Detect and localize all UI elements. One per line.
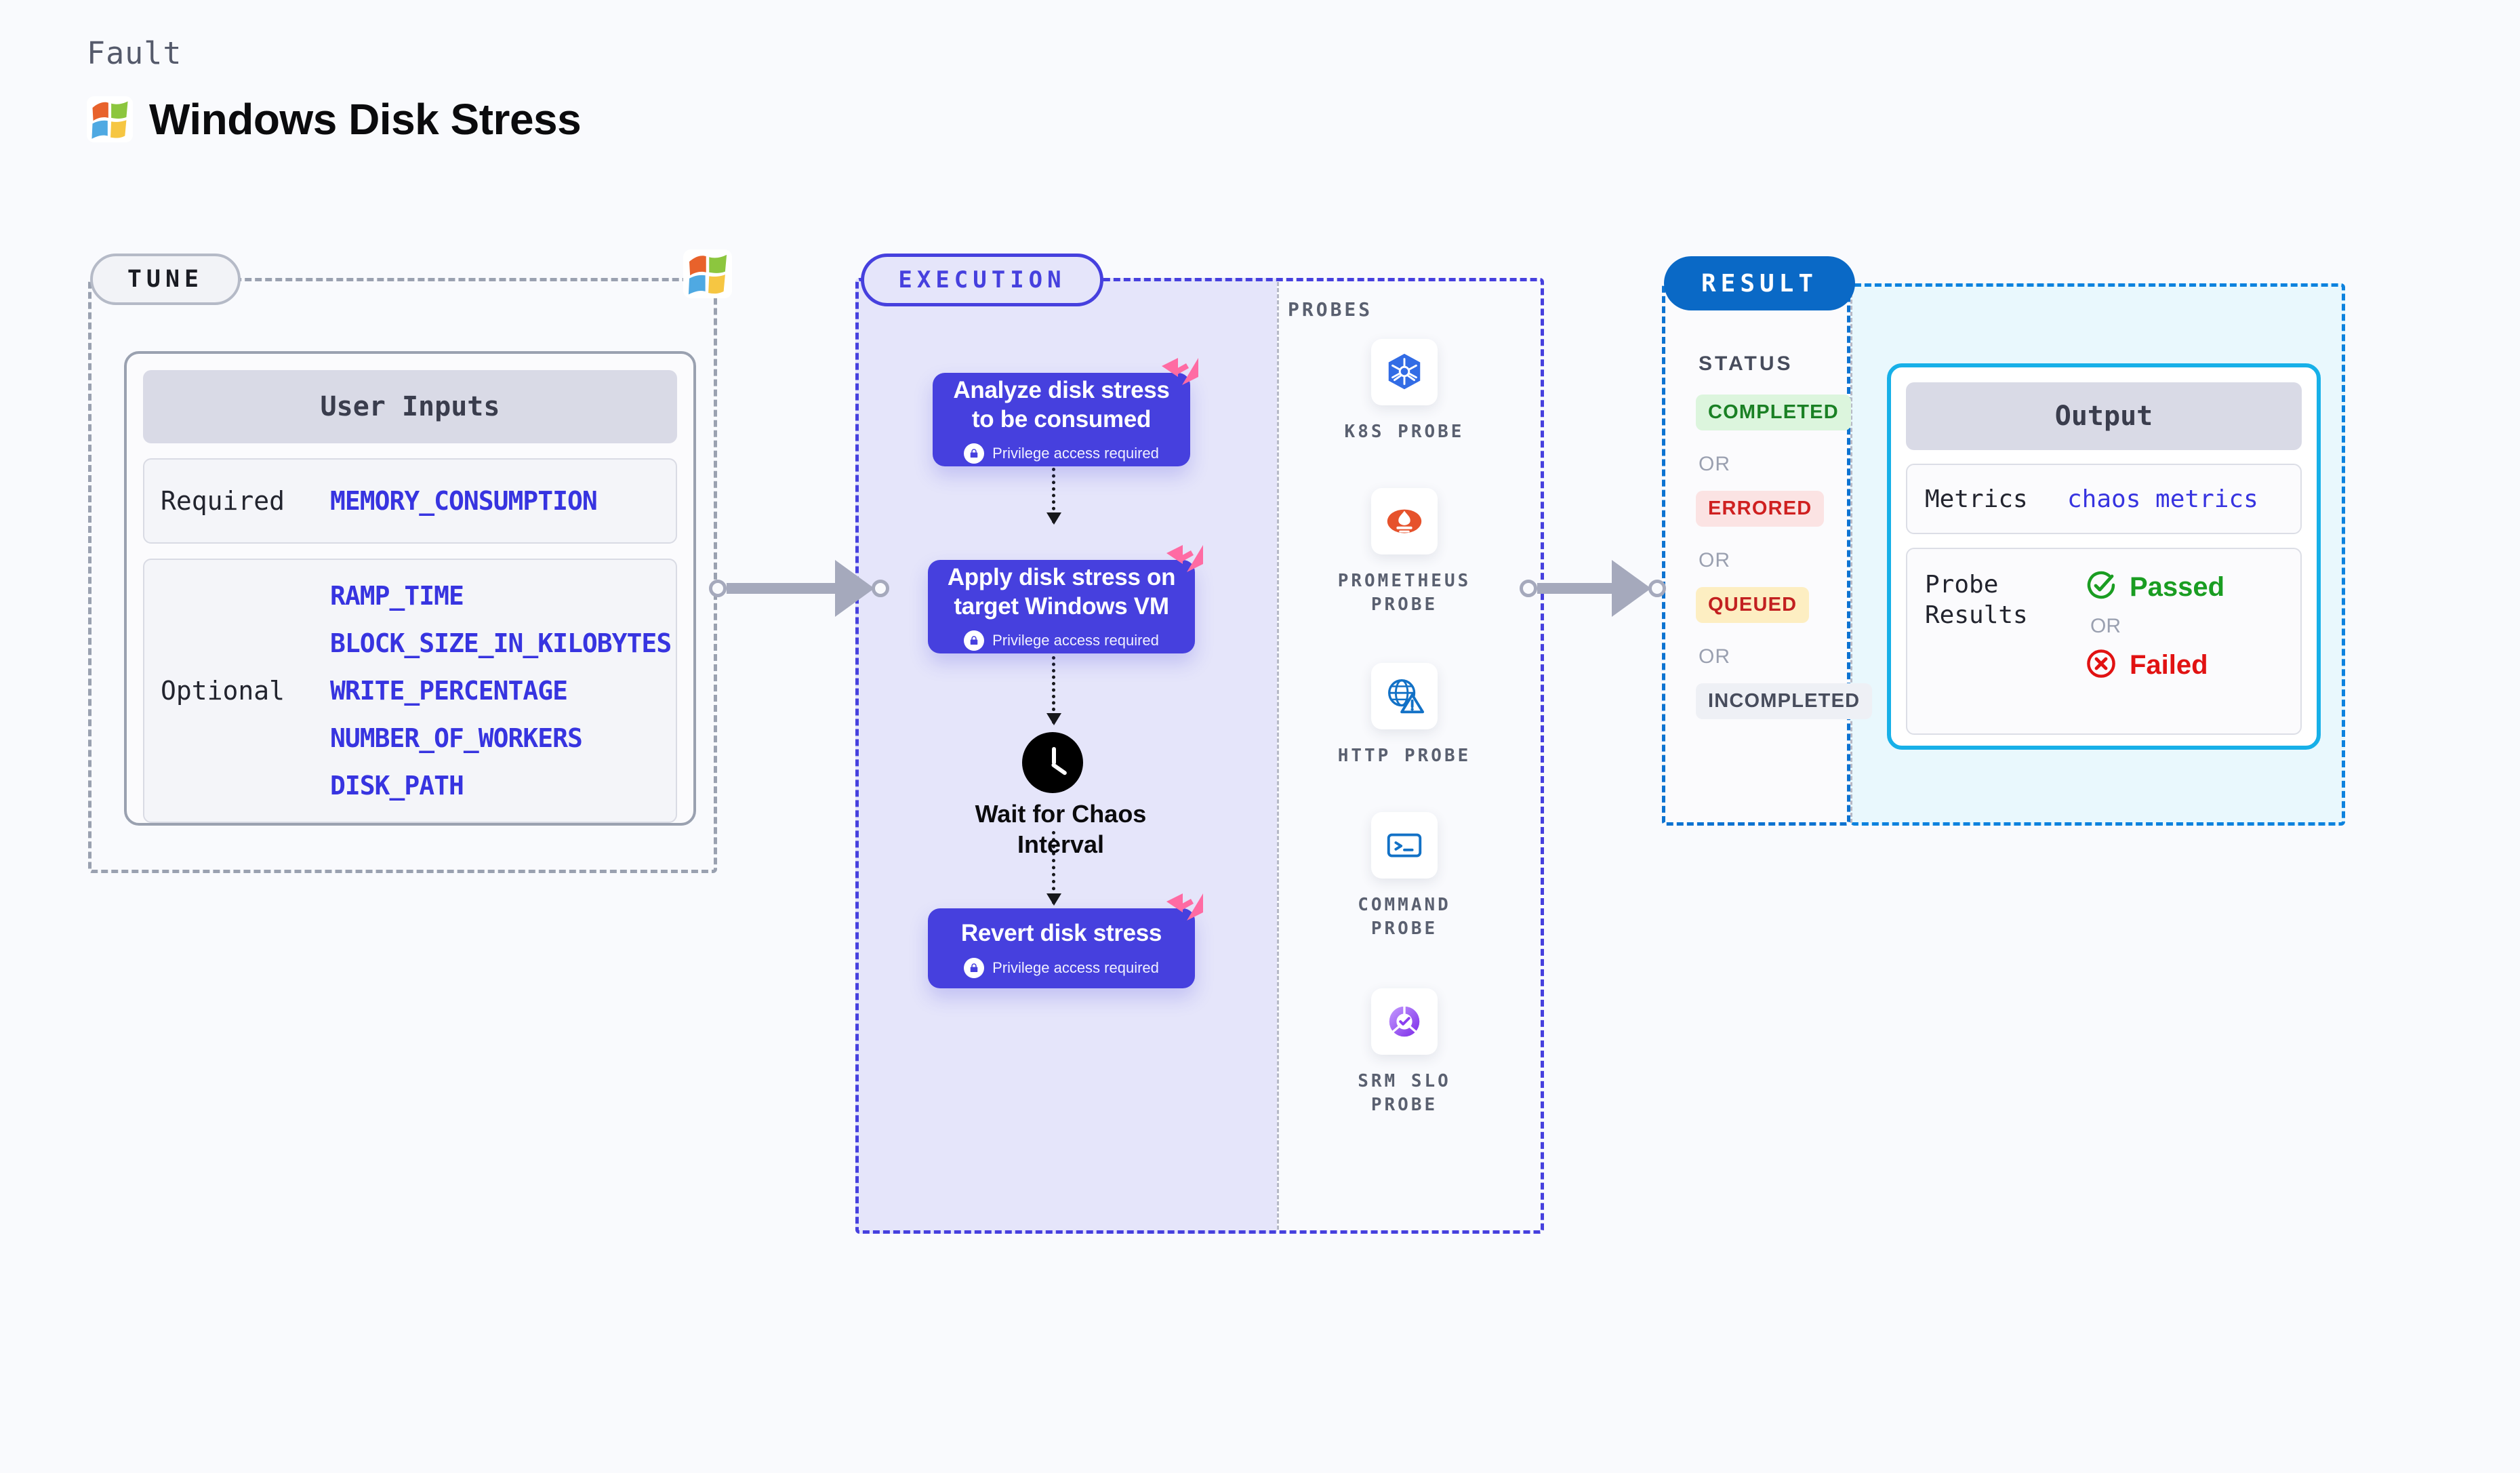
kubernetes-icon — [1371, 339, 1438, 405]
execution-pill-label: EXECUTION — [861, 254, 1103, 306]
privilege-note: Privilege access required — [964, 630, 1159, 651]
connector-dot — [872, 580, 889, 597]
probe-result-passed: Passed — [2085, 569, 2224, 605]
user-inputs-card: User Inputs Required MEMORY_CONSUMPTION … — [124, 351, 696, 826]
privilege-text: Privilege access required — [992, 445, 1159, 462]
windows-platform-icon — [683, 249, 732, 302]
flow-line — [1046, 468, 1061, 525]
probe-label: HTTP PROBE — [1337, 746, 1471, 766]
privilege-note: Privilege access required — [964, 957, 1159, 978]
result-pill-label: RESULT — [1664, 256, 1855, 310]
privilege-text: Privilege access required — [992, 632, 1159, 649]
input-param[interactable]: MEMORY_CONSUMPTION — [330, 486, 598, 516]
connector-line — [1537, 583, 1612, 594]
prometheus-icon — [1371, 488, 1438, 554]
probe-item-srm-slo[interactable]: SRM SLO PROBE — [1337, 988, 1472, 1117]
status-badge-incompleted: INCOMPLETED — [1696, 683, 1873, 719]
connector-arrowhead — [835, 560, 874, 617]
metrics-row: Metrics chaos metrics — [1906, 464, 2302, 534]
privilege-note: Privilege access required — [964, 443, 1159, 464]
or-separator: OR — [1699, 645, 1730, 668]
probe-label: PROMETHEUS PROBE — [1337, 571, 1471, 616]
probe-item-k8s[interactable]: K8S PROBE — [1337, 339, 1472, 444]
or-separator: OR — [1699, 549, 1730, 571]
input-param[interactable]: NUMBER_OF_WORKERS — [330, 723, 583, 753]
step-title: Revert disk stress — [960, 920, 1162, 947]
execution-step-revert[interactable]: Revert disk stress Privilege access requ… — [928, 893, 1203, 988]
output-card: Output Metrics chaos metrics Probe Resul… — [1887, 363, 2321, 750]
tune-stage — [88, 278, 717, 873]
metrics-value[interactable]: chaos metrics — [2067, 485, 2258, 513]
lock-icon — [964, 443, 985, 464]
status-badge-queued: QUEUED — [1696, 587, 1810, 623]
or-separator: OR — [2090, 615, 2121, 637]
passed-label: Passed — [2130, 572, 2225, 602]
connector-tune-to-execution — [709, 560, 889, 617]
wait-for-chaos-interval-label: Wait for Chaos Interval — [975, 800, 1147, 859]
harness-logo-icon — [1165, 544, 1204, 576]
privilege-text: Privilege access required — [992, 959, 1159, 976]
input-param[interactable]: WRITE_PERCENTAGE — [330, 676, 568, 706]
probe-item-prometheus[interactable]: PROMETHEUS PROBE — [1337, 488, 1472, 617]
optional-values: RAMP_TIME BLOCK_SIZE_IN_KILOBYTES WRITE_… — [330, 581, 672, 801]
execution-step-apply[interactable]: Apply disk stress on target Windows VM P… — [928, 545, 1203, 653]
input-param[interactable]: RAMP_TIME — [330, 581, 464, 611]
execution-step-analyze[interactable]: Analyze disk stress to be consumed Privi… — [933, 358, 1198, 466]
probe-results-row: Probe Results Passed OR — [1906, 548, 2302, 735]
probe-label: COMMAND PROBE — [1358, 895, 1451, 940]
step-title: Apply disk stress on target Windows VM — [947, 563, 1176, 620]
flow-line — [1046, 656, 1061, 725]
harness-logo-icon — [1165, 892, 1204, 925]
windows-logo-icon — [87, 96, 133, 142]
lock-icon — [964, 630, 985, 651]
metrics-label: Metrics — [1925, 485, 2028, 513]
flow-line — [1046, 831, 1061, 906]
clock-icon — [1022, 732, 1083, 793]
step-title: Analyze disk stress to be consumed — [953, 376, 1170, 432]
page-header: Fault Windows Disk Stress — [87, 35, 582, 144]
result-divider — [1850, 287, 1852, 823]
connector-dot — [1648, 580, 1666, 597]
probe-result-failed: Failed — [2085, 647, 2224, 683]
srm-slo-icon — [1371, 988, 1438, 1055]
input-param[interactable]: BLOCK_SIZE_IN_KILOBYTES — [330, 628, 672, 658]
fault-eyebrow: Fault — [87, 35, 182, 71]
probe-item-command[interactable]: COMMAND PROBE — [1337, 812, 1472, 941]
connector-arrowhead — [1612, 560, 1651, 617]
required-values: MEMORY_CONSUMPTION — [330, 486, 598, 516]
status-badge-errored: ERRORED — [1696, 491, 1825, 527]
probe-label: SRM SLO PROBE — [1358, 1071, 1451, 1116]
status-section-label: STATUS — [1699, 352, 1793, 375]
output-title: Output — [1906, 382, 2302, 450]
optional-label: Optional — [161, 676, 285, 706]
http-globe-warning-icon — [1371, 663, 1438, 729]
user-inputs-title: User Inputs — [143, 370, 677, 443]
connector-dot — [709, 580, 727, 597]
probes-divider — [1277, 282, 1279, 1230]
probe-label: K8S PROBE — [1344, 422, 1465, 442]
probes-section-label: PROBES — [1288, 298, 1373, 321]
tune-pill-label: TUNE — [90, 254, 241, 305]
required-label: Required — [161, 486, 285, 516]
probe-item-http[interactable]: HTTP PROBE — [1337, 663, 1472, 768]
lock-icon — [964, 957, 985, 978]
or-separator: OR — [1699, 453, 1730, 475]
connector-execution-to-result — [1520, 560, 1666, 617]
optional-inputs-row: Optional RAMP_TIME BLOCK_SIZE_IN_KILOBYT… — [143, 559, 677, 823]
x-circle-icon — [2085, 647, 2117, 683]
execution-stage — [855, 278, 1544, 1234]
failed-label: Failed — [2130, 650, 2208, 680]
connector-dot — [1520, 580, 1537, 597]
fault-title-row: Windows Disk Stress — [87, 94, 582, 144]
required-inputs-row: Required MEMORY_CONSUMPTION — [143, 458, 677, 544]
input-param[interactable]: DISK_PATH — [330, 771, 464, 801]
connector-line — [727, 583, 835, 594]
probe-results-label: Probe Results — [1925, 571, 2028, 629]
harness-logo-icon — [1160, 357, 1200, 389]
status-badge-completed: COMPLETED — [1696, 395, 1851, 430]
page-title: Windows Disk Stress — [149, 95, 582, 144]
terminal-icon — [1371, 812, 1438, 879]
check-circle-icon — [2085, 569, 2117, 605]
